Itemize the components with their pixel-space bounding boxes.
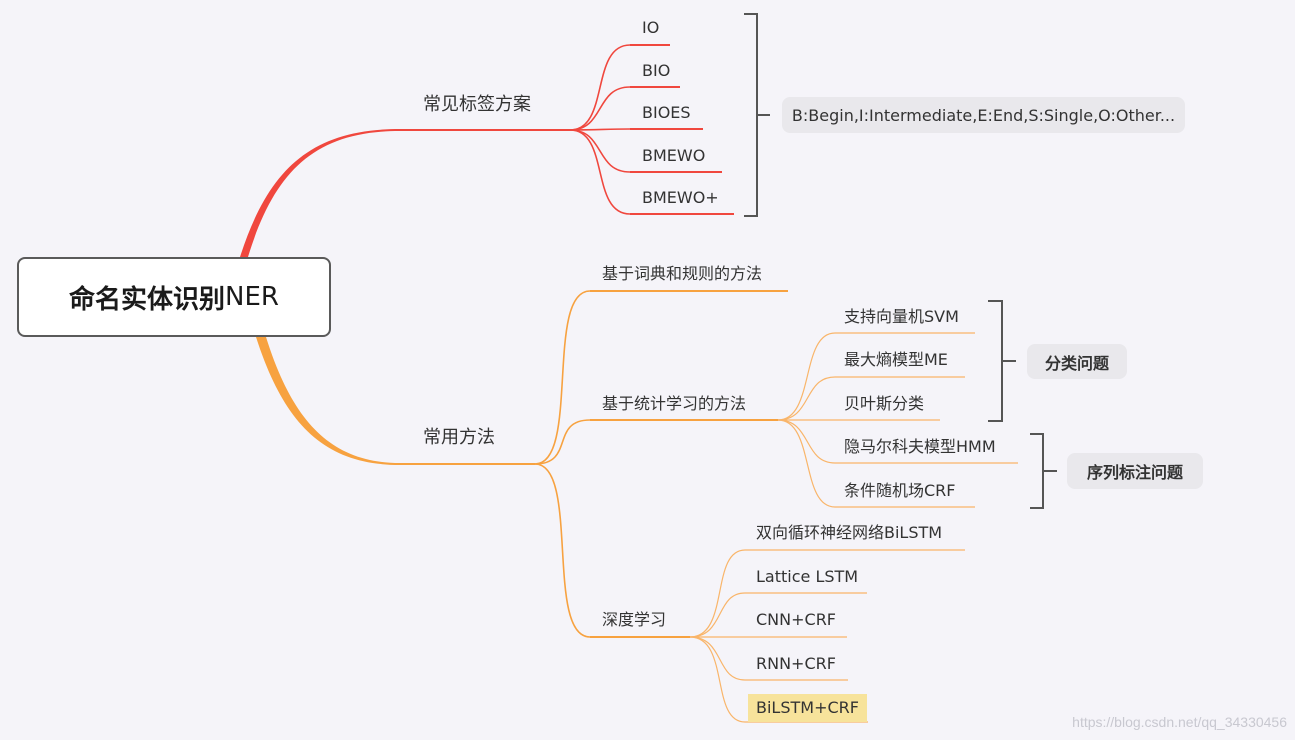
node-tag-io[interactable]: IO xyxy=(642,18,660,37)
bracket-tags xyxy=(744,13,770,217)
node-maxent[interactable]: 最大熵模型ME xyxy=(844,350,948,369)
summary-tag-legend[interactable]: B:Begin,I:Intermediate,E:End,S:Single,O:… xyxy=(782,97,1185,133)
connector-root-to-tags xyxy=(240,129,400,257)
node-bilstm-crf[interactable]: BiLSTM+CRF xyxy=(748,694,867,722)
node-bilstm[interactable]: 双向循环神经网络BiLSTM xyxy=(756,523,943,542)
root-title-rest: NER xyxy=(225,282,279,312)
node-rnn-crf[interactable]: RNN+CRF xyxy=(756,654,836,673)
node-tag-bmewo[interactable]: BMEWO xyxy=(642,146,706,165)
node-dict-rule-method[interactable]: 基于词典和规则的方法 xyxy=(602,264,763,283)
node-tag-bmewo-plus[interactable]: BMEWO+ xyxy=(642,188,719,207)
bracket-classification xyxy=(988,300,1016,422)
node-bayes[interactable]: 贝叶斯分类 xyxy=(844,394,925,413)
node-tag-schemes[interactable]: 常见标签方案 xyxy=(423,94,531,115)
node-hmm[interactable]: 隐马尔科夫模型HMM xyxy=(844,437,996,456)
node-lattice-lstm[interactable]: Lattice LSTM xyxy=(756,567,859,586)
node-tag-bioes[interactable]: BIOES xyxy=(642,103,691,122)
root-title-bold: 命名实体识别 xyxy=(69,284,226,315)
node-statistical-method[interactable]: 基于统计学习的方法 xyxy=(602,394,747,413)
node-tag-bio[interactable]: BIO xyxy=(642,61,671,80)
node-cnn-crf[interactable]: CNN+CRF xyxy=(756,610,837,629)
summary-sequence-labeling[interactable]: 序列标注问题 xyxy=(1067,453,1203,489)
node-svm[interactable]: 支持向量机SVM xyxy=(844,307,959,326)
connector-root-to-methods xyxy=(256,337,400,465)
node-crf[interactable]: 条件随机场CRF xyxy=(844,481,956,500)
summary-classification[interactable]: 分类问题 xyxy=(1027,344,1127,379)
node-common-methods[interactable]: 常用方法 xyxy=(423,427,495,448)
bracket-sequence xyxy=(1030,433,1057,509)
node-deep-learning[interactable]: 深度学习 xyxy=(602,610,667,629)
watermark: https://blog.csdn.net/qq_34330456 xyxy=(1072,714,1287,730)
